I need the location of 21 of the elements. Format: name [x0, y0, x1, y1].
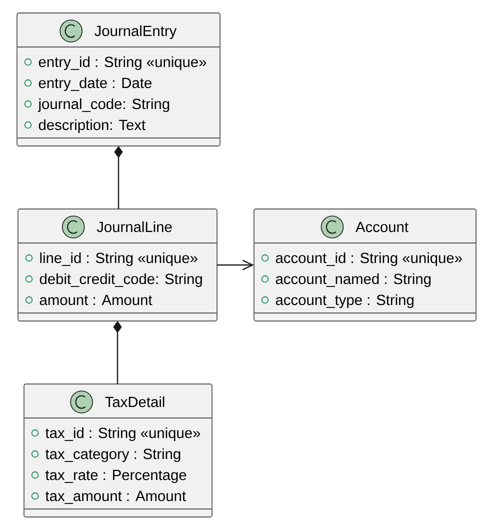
attribute-text: description: Text — [38, 119, 146, 134]
attribute-text: account_type : String — [276, 294, 414, 308]
attribute-text: journal_code: String — [38, 98, 170, 112]
attribute-text: tax_rate : Percentage — [46, 470, 186, 484]
composition-line — [113, 321, 122, 384]
composition-line — [114, 146, 123, 209]
attribute-text: account_id : String «unique» — [276, 252, 462, 266]
attribute-text: account_named : String — [276, 273, 431, 288]
attribute-text: debit_credit_code: String — [40, 273, 202, 288]
attribute-text: amount : Amount — [40, 294, 152, 306]
attribute-text: tax_id : String «unique» — [46, 427, 200, 442]
arrow — [217, 260, 254, 270]
attribute-text: tax_amount : Amount — [46, 490, 186, 504]
attribute-text: entry_id : String «unique» — [38, 56, 206, 70]
class-name: Account — [356, 222, 408, 232]
class-name: JournalEntry — [94, 25, 177, 40]
attribute-text: line_id : String «unique» — [40, 252, 198, 266]
attribute-text: tax_category : String — [46, 448, 180, 462]
class-name: TaxDetail — [105, 396, 164, 408]
attribute-text: entry_date : Date — [38, 77, 152, 92]
class-name: JournalLine — [96, 221, 172, 232]
